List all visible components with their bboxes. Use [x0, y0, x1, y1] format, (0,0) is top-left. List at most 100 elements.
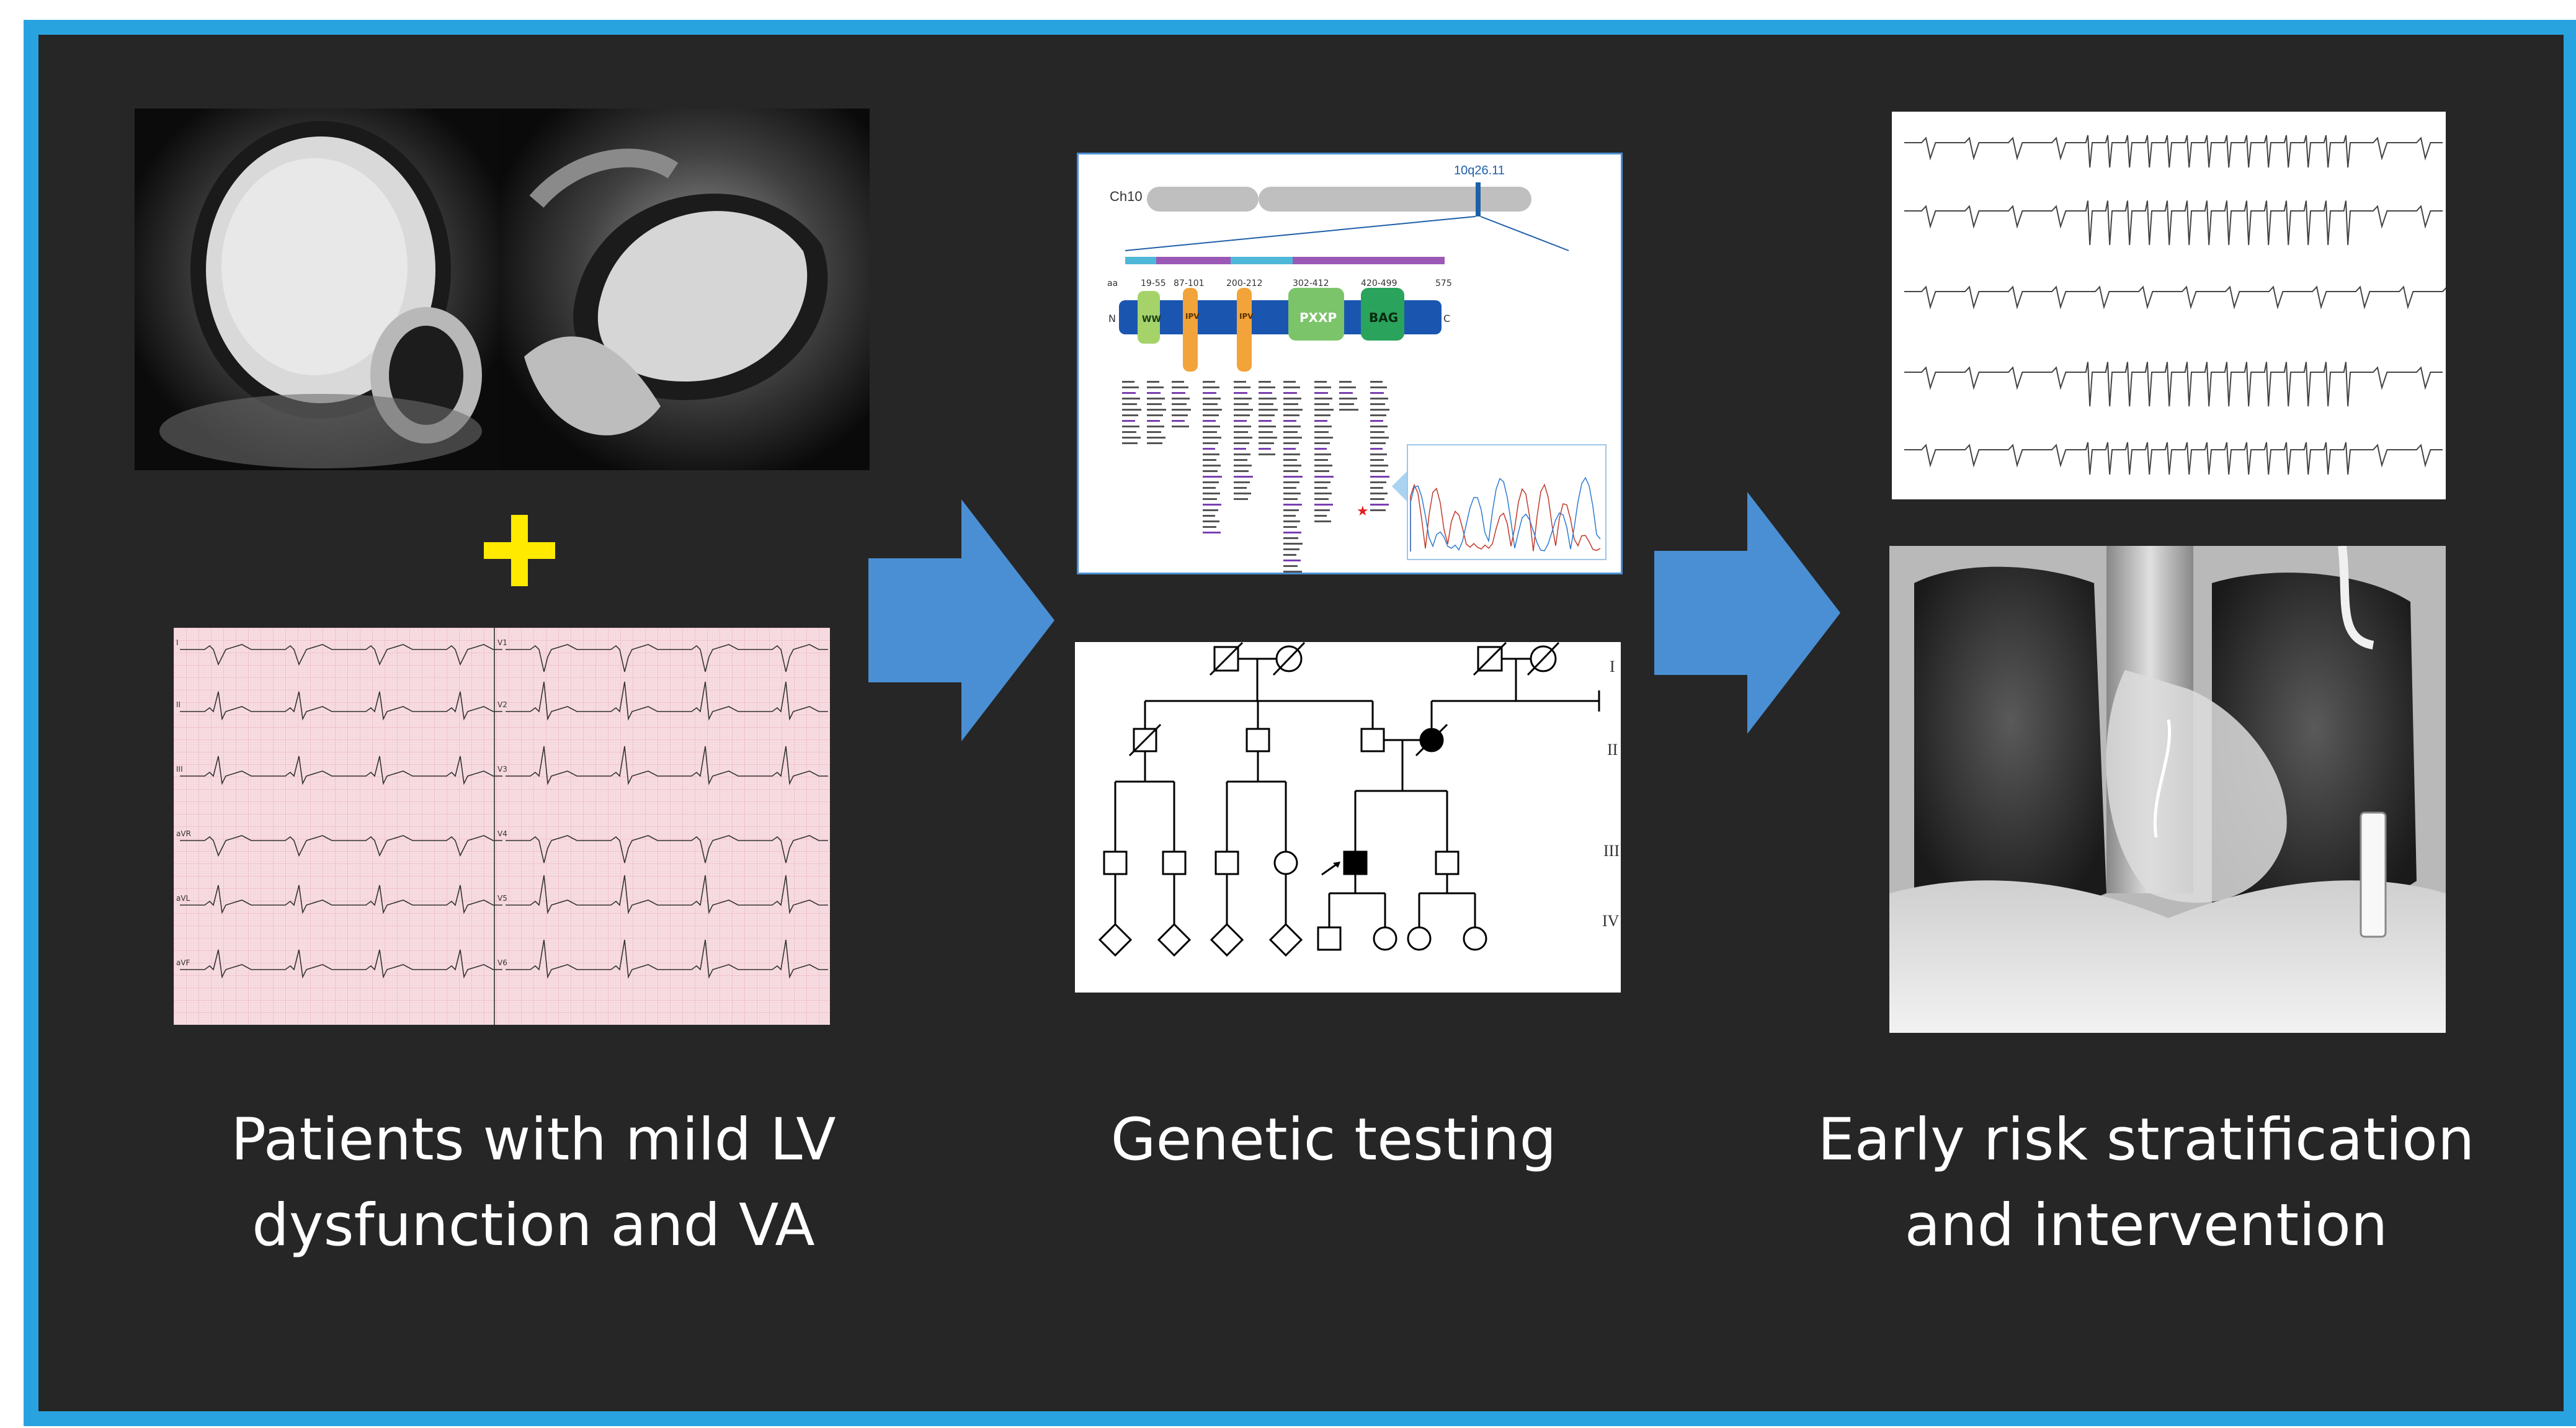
mutation-entry [1314, 381, 1327, 383]
rhythm-strips-svg [1904, 135, 2446, 475]
c-terminus: C [1443, 313, 1450, 324]
caption-left-line-2: dysfunction and VA [252, 1192, 815, 1259]
mutation-entry [1259, 431, 1273, 433]
caption-right: Early risk stratification and interventi… [1774, 1097, 2518, 1269]
lead-labels-left: I II III aVR aVL aVF [176, 638, 191, 967]
generation-label-iii: III [1603, 842, 1620, 860]
lead-label-avr: aVR [176, 829, 191, 838]
mutation-entry [1283, 465, 1301, 466]
mutation-entry [1147, 381, 1159, 383]
mutation-entry [1283, 381, 1296, 383]
ecg-lead-trace [180, 644, 502, 666]
mutation-entry [1147, 437, 1165, 439]
lead-label-v4: V4 [497, 829, 507, 838]
mutation-entry [1259, 437, 1277, 439]
mutation-entry [1203, 403, 1218, 405]
mutation-entry [1283, 537, 1298, 539]
mutation-entry [1234, 437, 1252, 439]
mutation-entry [1314, 465, 1332, 466]
mutation-entry [1259, 392, 1272, 394]
lead-label-v6: V6 [497, 958, 507, 967]
mutation-entry [1234, 459, 1247, 461]
mutation-entry [1203, 498, 1217, 500]
mutation-entry [1234, 392, 1247, 394]
pedigree-male [1317, 926, 1342, 951]
mutation-entry [1370, 487, 1383, 489]
mutation-entry [1283, 515, 1296, 517]
lead-label-v5: V5 [497, 894, 507, 903]
rhythm-strip-trace [1904, 200, 2443, 246]
mutation-entry [1283, 532, 1301, 533]
mutation-entry [1203, 453, 1219, 455]
mutation-entry [1203, 414, 1219, 416]
mutation-entry [1234, 476, 1253, 478]
mutation-entry [1203, 481, 1219, 483]
mutation-entry [1370, 431, 1384, 433]
mutation-entry [1234, 386, 1250, 388]
pedigree-male [1360, 728, 1385, 752]
mutation-entry [1314, 431, 1329, 433]
mutation-entry [1203, 420, 1216, 422]
caption-right-line-1: Early risk stratification [1817, 1106, 2475, 1174]
gene-diagram: Ch10 10q26.11 aa 19-55 87-101 200-212 30… [1077, 153, 1623, 574]
mutation-entry [1147, 403, 1162, 405]
mutation-entry [1172, 381, 1184, 383]
mutation-entry [1234, 403, 1249, 405]
mutation-entry [1234, 431, 1248, 433]
mutation-entry [1370, 426, 1388, 427]
pedigree-female [1463, 926, 1487, 951]
mutation-entry [1370, 442, 1386, 444]
rhythm-traces [1904, 135, 2446, 475]
clavicle [2338, 546, 2374, 649]
pedigree-male [1162, 850, 1187, 875]
mutation-entry [1147, 431, 1161, 433]
mutation-entry [1122, 437, 1141, 439]
mutation-entry [1203, 487, 1216, 489]
ecg-lead-trace [506, 939, 828, 979]
mutation-entry [1203, 409, 1222, 411]
ecg-rhythm-strips [1892, 112, 2446, 499]
ecg-lead-trace [506, 875, 828, 914]
mutation-entry [1234, 487, 1247, 489]
mutation-entry [1122, 442, 1138, 444]
mutation-entry [1234, 426, 1251, 427]
mutation-entry [1283, 392, 1297, 394]
ecg-lead-trace [506, 746, 828, 785]
mutation-entry [1122, 381, 1134, 383]
mutation-entry [1203, 470, 1218, 472]
mutation-entry [1314, 392, 1328, 394]
mutation-entry [1370, 386, 1387, 388]
mutation-entry [1147, 386, 1164, 388]
mutation-entry [1234, 498, 1248, 500]
mutation-entry [1172, 420, 1185, 422]
mutation-entry [1370, 504, 1389, 506]
arrow-right-icon [868, 499, 1054, 741]
caption-left: Patients with mild LV dysfunction and VA [124, 1097, 943, 1269]
lead-wire [2153, 719, 2172, 838]
mutation-entry [1203, 459, 1216, 461]
mutation-entry [1172, 403, 1187, 405]
diaphragm [1889, 880, 2446, 1033]
mutation-entry [1203, 448, 1215, 450]
pedigree-male [1435, 850, 1460, 875]
mutation-entry [1203, 437, 1221, 439]
mutation-entry [1314, 448, 1327, 450]
ecg-lead-trace [180, 756, 502, 785]
mutation-entry [1314, 509, 1330, 511]
exon-bar [1231, 257, 1293, 264]
mutation-entry [1203, 386, 1219, 388]
pedigree-male [1103, 850, 1128, 875]
mutation-entry [1283, 453, 1300, 455]
mutation-entry [1122, 409, 1141, 411]
mutation-entry [1283, 448, 1296, 450]
mutation-entry [1314, 493, 1332, 494]
mutation-entry [1147, 420, 1160, 422]
ecg-lead-trace [180, 885, 502, 914]
mutation-entry [1314, 409, 1334, 411]
mutation-entry [1370, 509, 1386, 511]
lead-labels-right: V1 V2 V3 V4 V5 V6 [497, 638, 507, 967]
mutation-entry [1147, 414, 1163, 416]
mutation-entry [1122, 431, 1136, 433]
mutation-entry [1314, 498, 1329, 500]
chromosome-label: Ch10 [1110, 189, 1143, 204]
